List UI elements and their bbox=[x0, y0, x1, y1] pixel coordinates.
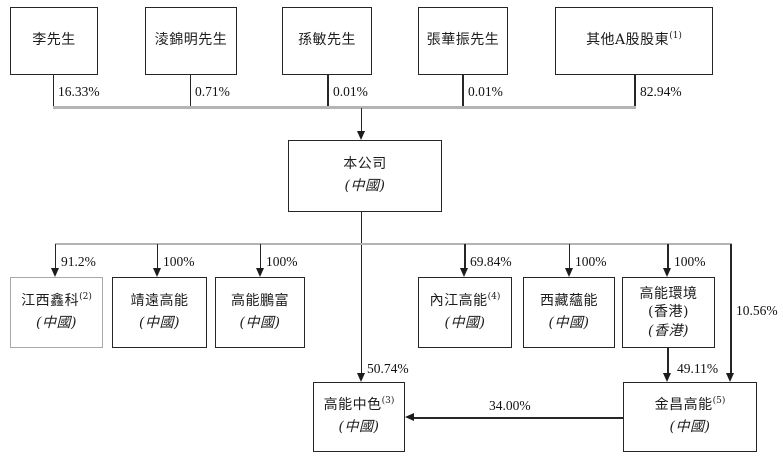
subsidiary-name: 江西鑫科(2) bbox=[21, 291, 92, 313]
subsidiary-name-text: 金昌高能 bbox=[654, 397, 713, 414]
shareholder-name-text: 其他A股股東 bbox=[586, 32, 670, 49]
arrowhead-down-icon bbox=[255, 268, 264, 277]
arrowhead-down-icon bbox=[663, 268, 672, 277]
company-box: 本公司 (中國) bbox=[288, 140, 442, 212]
subsidiary-location: (中國) bbox=[669, 419, 711, 435]
pct-label-zhongse-from-jinchang: 34.00% bbox=[489, 398, 531, 413]
company-location: (中國) bbox=[344, 178, 386, 194]
subsidiary-location: (中國) bbox=[239, 314, 281, 331]
subsidiary-name: 金昌高能(5) bbox=[655, 395, 726, 417]
connector-line bbox=[462, 75, 464, 107]
pct-label-jinchang-from-hk: 49.11% bbox=[677, 361, 719, 376]
subsidiary-name: 靖遠高能 bbox=[130, 292, 189, 309]
subsidiary-name-text: 江西鑫科 bbox=[21, 292, 80, 309]
subsidiary-name: 高能環境 bbox=[639, 285, 698, 302]
footnote-superscript: (1) bbox=[669, 31, 682, 42]
connector-line bbox=[360, 108, 362, 132]
connector-line bbox=[54, 244, 56, 269]
subsidiary-location: (中國) bbox=[36, 314, 77, 331]
subsidiary-box-jinchang: 金昌高能(5) (中國) bbox=[623, 382, 757, 452]
subsidiary-box-gaoneng-pengfu: 高能鵬富 (中國) bbox=[215, 277, 305, 348]
arrowhead-down-icon bbox=[356, 131, 365, 140]
arrowhead-down-icon bbox=[50, 268, 59, 277]
footnote-superscript: (3) bbox=[381, 396, 395, 407]
connector-line bbox=[327, 75, 329, 107]
pct-label-lingjinming: 0.71% bbox=[195, 84, 230, 99]
shareholder-name: 李先生 bbox=[32, 32, 76, 49]
subsidiary-name: 西藏蘊能 bbox=[540, 292, 598, 309]
pct-label-xizang-yunneng: 100% bbox=[575, 254, 607, 269]
shareholder-name: 淩錦明先生 bbox=[154, 32, 228, 49]
subsidiary-box-jiangxi-xinke: 江西鑫科(2) (中國) bbox=[10, 277, 103, 348]
connector-line bbox=[730, 244, 732, 373]
shareholder-box-lingjinming: 淩錦明先生 bbox=[145, 7, 237, 75]
shareholder-box-other-a-shareholders: 其他A股股東(1) bbox=[555, 7, 713, 75]
footnote-superscript: (5) bbox=[712, 396, 726, 407]
subsidiary-location: (中國) bbox=[139, 314, 180, 331]
subsidiary-name: 高能中色(3) bbox=[324, 395, 395, 417]
subsidiary-name-text: 內江高能 bbox=[429, 292, 488, 309]
connector-line bbox=[568, 244, 570, 269]
pct-label-gaoneng-hk: 100% bbox=[674, 254, 706, 269]
pct-label-neijiang: 69.84% bbox=[470, 254, 512, 269]
subsidiary-name: 內江高能(4) bbox=[430, 291, 501, 313]
subsidiary-name: 高能鵬富 bbox=[231, 292, 289, 309]
shareholder-box-zhanghuazhen: 張華振先生 bbox=[418, 7, 508, 75]
subsidiary-box-jingyuan: 靖遠高能 (中國) bbox=[112, 277, 207, 348]
connector-line bbox=[464, 244, 466, 269]
bus-line-subsidiaries bbox=[55, 242, 732, 245]
company-name: 本公司 bbox=[343, 156, 387, 173]
subsidiary-location: (中國) bbox=[444, 314, 486, 331]
connector-line bbox=[414, 417, 623, 419]
shareholder-name: 其他A股股東(1) bbox=[586, 30, 682, 52]
footnote-superscript: (2) bbox=[79, 291, 92, 302]
footnote-superscript: (4) bbox=[487, 291, 501, 302]
pct-label-zhanghuazhen: 0.01% bbox=[468, 84, 503, 99]
arrowhead-down-icon bbox=[663, 373, 672, 382]
connector-line bbox=[667, 244, 669, 269]
connector-line bbox=[189, 75, 191, 107]
pct-label-zhongse-from-company: 50.74% bbox=[367, 361, 409, 376]
bus-line-top bbox=[52, 106, 636, 109]
connector-line bbox=[156, 244, 158, 269]
shareholder-name: 張華振先生 bbox=[426, 32, 500, 49]
subsidiary-name-text: 高能中色 bbox=[323, 397, 382, 414]
connector-line bbox=[259, 244, 261, 269]
pct-label-sunmin: 0.01% bbox=[333, 84, 368, 99]
pct-label-jingyuan: 100% bbox=[163, 254, 195, 269]
arrowhead-down-icon bbox=[356, 373, 365, 382]
pct-label-jinchang-direct: 10.56% bbox=[736, 303, 778, 318]
subsidiary-location: (中國) bbox=[548, 314, 590, 331]
subsidiary-location: (香港) bbox=[648, 322, 689, 339]
arrowhead-left-icon bbox=[405, 413, 414, 422]
subsidiary-box-xizang-yunneng: 西藏蘊能 (中國) bbox=[523, 277, 615, 348]
pct-label-li: 16.33% bbox=[58, 84, 100, 99]
arrowhead-down-icon bbox=[460, 268, 469, 277]
shareholder-box-sunmin: 孫敏先生 bbox=[282, 7, 372, 75]
pct-label-jiangxi-xinke: 91.2% bbox=[61, 254, 96, 269]
subsidiary-name-line2: (香港) bbox=[648, 304, 689, 321]
shareholder-name: 孫敏先生 bbox=[298, 32, 356, 49]
arrowhead-down-icon bbox=[564, 268, 573, 277]
connector-line bbox=[52, 75, 54, 107]
arrowhead-down-icon bbox=[726, 373, 735, 382]
shareholder-box-li: 李先生 bbox=[10, 7, 98, 75]
connector-line bbox=[634, 75, 636, 107]
pct-label-gaoneng-pengfu: 100% bbox=[266, 254, 298, 269]
arrowhead-down-icon bbox=[152, 268, 161, 277]
connector-line bbox=[360, 212, 362, 373]
subsidiary-box-gaoneng-zhongse: 高能中色(3) (中國) bbox=[313, 382, 405, 452]
subsidiary-box-gaoneng-hk: 高能環境 (香港) (香港) bbox=[622, 277, 715, 348]
subsidiary-location: (中國) bbox=[338, 419, 380, 435]
connector-line bbox=[667, 348, 669, 373]
pct-label-other-a-shareholders: 82.94% bbox=[640, 84, 682, 99]
subsidiary-box-neijiang: 內江高能(4) (中國) bbox=[418, 277, 512, 348]
